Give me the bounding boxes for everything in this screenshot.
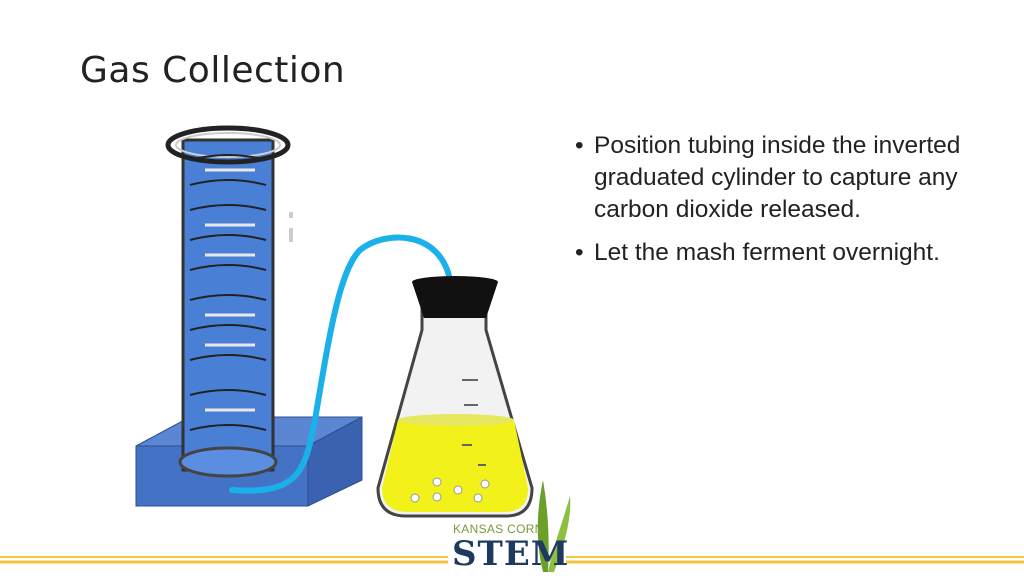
graduated-cylinder [165, 125, 293, 478]
bullet-dot-icon: • [575, 239, 584, 266]
gas-tubing [229, 234, 453, 494]
rubber-stopper [412, 282, 498, 318]
slide-title: Gas Collection [80, 50, 346, 91]
bullet-item: • Let the mash ferment overnight. [575, 237, 975, 269]
logo-bottom-text: STEM [452, 534, 570, 574]
bullet-dot-icon: • [575, 132, 584, 159]
bullet-item: • Position tubing inside the inverted gra… [575, 130, 975, 226]
bullet-list: • Position tubing inside the inverted gra… [575, 130, 975, 280]
bullet-text: Position tubing inside the inverted grad… [594, 132, 961, 223]
corn-leaf-icon [537, 480, 571, 572]
bullet-text: Let the mash ferment overnight. [594, 239, 940, 266]
erlenmeyer-flask [376, 276, 534, 518]
logo-top-text: KANSAS CORN [453, 522, 544, 536]
kansas-corn-stem-logo: KANSAS CORN STEM [448, 474, 578, 574]
